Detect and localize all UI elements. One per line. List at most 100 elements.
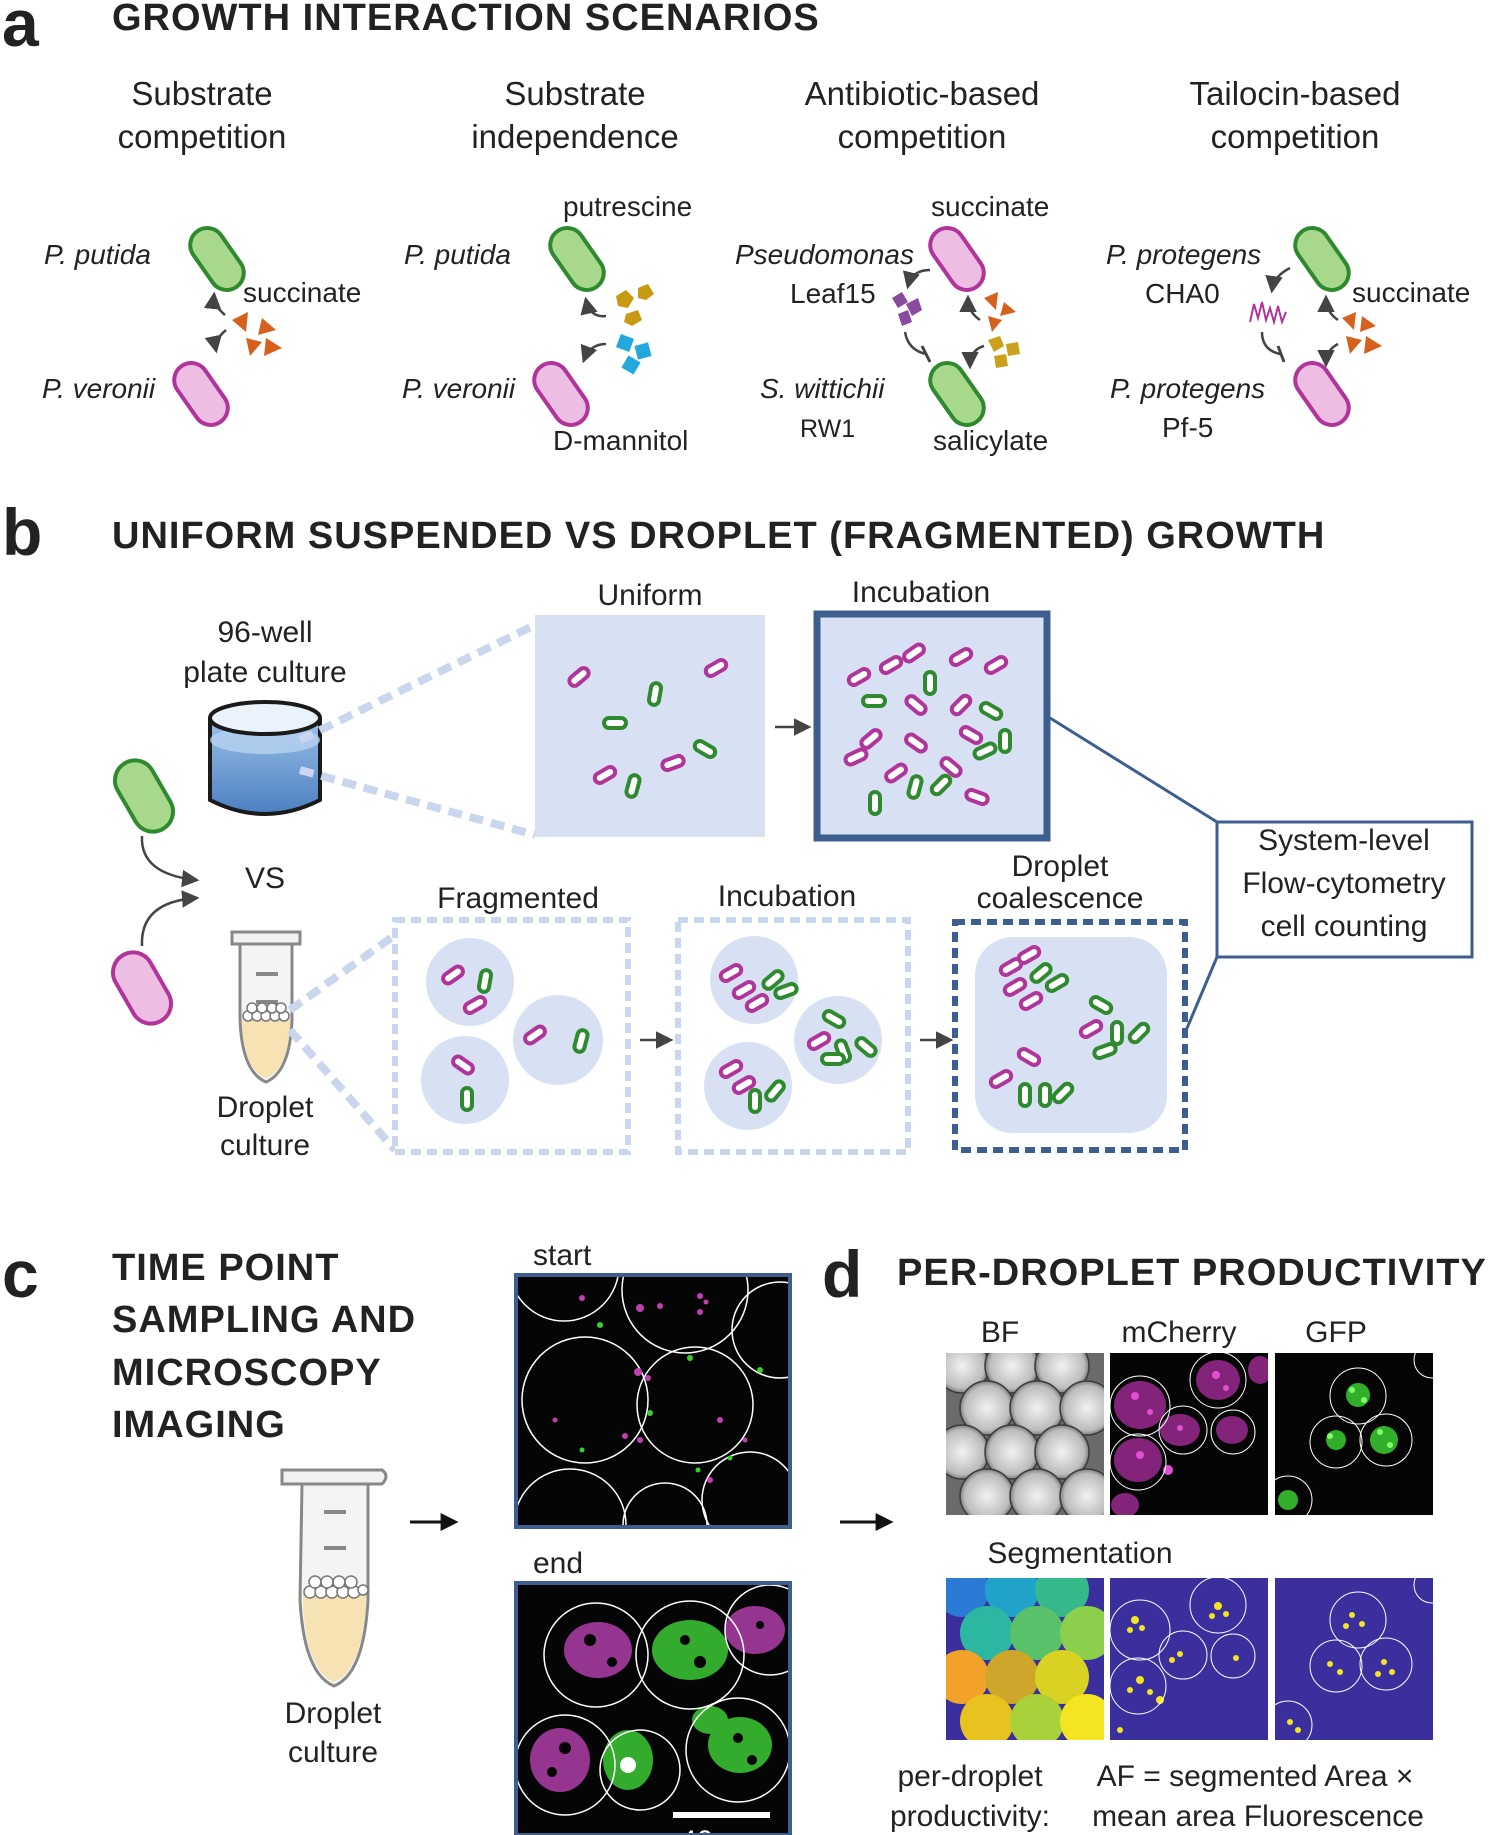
zoom-callout-line xyxy=(298,766,537,839)
fragmented-label: Fragmented xyxy=(437,882,599,915)
start-microscopy-image xyxy=(516,1275,790,1527)
bacterium-green xyxy=(113,758,175,834)
mixing-arrow xyxy=(140,835,200,888)
formula-right-line1: AF = segmented Area × xyxy=(1097,1760,1414,1793)
bacterium-magenta xyxy=(111,950,173,1026)
inhibition-line xyxy=(1260,331,1281,356)
uptake-arrow xyxy=(959,294,981,322)
bacterium-green xyxy=(1293,226,1351,292)
scenario-4-org-bottom-line1: P. protegens xyxy=(1110,373,1265,404)
connector-line xyxy=(1180,956,1219,1041)
counting-line2: Flow-cytometry xyxy=(1242,867,1445,900)
scenario-3-title-line1: Antibiotic-based xyxy=(805,75,1040,112)
channel-label-mcherry: mCherry xyxy=(1121,1316,1236,1349)
incubated-droplets xyxy=(704,936,882,1130)
panel-d-title: PER-DROPLET PRODUCTIVITY xyxy=(897,1252,1487,1294)
scenario-substrate-independence: P. putida P. veronii putrescine D-mannit… xyxy=(402,191,692,456)
succinate-icon xyxy=(1342,312,1382,354)
counting-line1: System-level xyxy=(1258,824,1430,857)
end-image-frame xyxy=(514,1581,792,1835)
end-label: end xyxy=(533,1547,583,1580)
scenario-3-org-top-line1: Pseudomonas xyxy=(735,239,914,270)
bacterium-green xyxy=(548,226,606,292)
bf-image xyxy=(946,1353,1104,1515)
incubation-uniform-box xyxy=(813,610,1051,842)
bacterium-green xyxy=(188,226,246,292)
incubation-top-label: Incubation xyxy=(852,576,990,609)
uptake-arrow xyxy=(961,344,985,370)
uniform-label: Uniform xyxy=(597,579,702,612)
scenario-4-title-line1: Tailocin-based xyxy=(1190,75,1401,112)
formula-right-line2: mean area Fluorescence xyxy=(1092,1800,1424,1833)
zoom-callout-line xyxy=(287,931,398,1014)
succinate-icon xyxy=(232,312,282,356)
putrescine-icon xyxy=(616,284,654,326)
coalesced-cells xyxy=(988,945,1151,1108)
segmentation-gfp-image xyxy=(1275,1578,1433,1740)
droplet-culture-label-line2: culture xyxy=(220,1129,310,1162)
droplet-culture-label-line1: Droplet xyxy=(217,1091,314,1124)
vs-label: VS xyxy=(245,862,285,895)
scenario-1-org-bottom: P. veronii xyxy=(42,373,156,404)
channel-label-bf: BF xyxy=(981,1316,1019,1349)
salicylate-icon xyxy=(988,336,1020,368)
secretion-arrow xyxy=(1265,266,1291,294)
bacterium-magenta xyxy=(928,226,986,292)
fragmented-droplets xyxy=(421,938,603,1124)
panel-letter-c: c xyxy=(2,1237,39,1311)
sampling-tube-label-line1: Droplet xyxy=(285,1697,382,1730)
channel-label-gfp: GFP xyxy=(1305,1316,1367,1349)
succinate-icon xyxy=(984,292,1016,332)
connector-line xyxy=(1049,716,1218,824)
inhibition-bar xyxy=(1276,345,1286,363)
scenario-3-substrate-top: succinate xyxy=(931,191,1049,222)
bacterium-green xyxy=(928,361,986,427)
bacterium-magenta xyxy=(1293,361,1351,427)
scenario-4-title-line2: competition xyxy=(1211,118,1380,155)
scenario-2-title-line2: independence xyxy=(471,118,678,155)
formula-left-line1: per-droplet xyxy=(897,1760,1043,1793)
scenario-1-substrate: succinate xyxy=(243,277,361,308)
plate-label-line2: plate culture xyxy=(183,656,346,689)
tailocin-icon xyxy=(1249,301,1287,326)
bacterium-magenta xyxy=(172,361,230,427)
segmentation-label: Segmentation xyxy=(987,1537,1172,1570)
gfp-image xyxy=(1275,1353,1433,1515)
end-microscopy-image: 40 μm xyxy=(516,1583,790,1835)
panel-letter-a: a xyxy=(2,0,40,60)
inhibition-bar xyxy=(920,345,932,363)
secretion-arrow xyxy=(902,268,931,290)
coalescence-label-line1: Droplet xyxy=(1012,850,1109,883)
panel-letter-d: d xyxy=(822,1237,862,1311)
start-image-frame xyxy=(514,1273,792,1529)
uptake-arrow xyxy=(204,329,227,354)
sampling-tube-icon xyxy=(280,1468,388,1688)
scenario-3-org-bottom-line1: S. wittichii xyxy=(760,373,885,404)
scenario-3-substrate-bottom: salicylate xyxy=(933,425,1048,456)
scenario-4-org-bottom-line2: Pf-5 xyxy=(1162,412,1213,443)
plate-label-line1: 96-well xyxy=(217,616,312,649)
segmentation-label-image xyxy=(946,1578,1104,1740)
well-plate-icon xyxy=(208,700,322,816)
sampling-tube-label-line2: culture xyxy=(288,1736,378,1769)
scenario-4-org-top-line1: P. protegens xyxy=(1106,239,1261,270)
panel-c-title-line3: MICROSCOPY xyxy=(112,1352,382,1394)
formula-left-line2: productivity: xyxy=(890,1800,1050,1833)
panel-c-title-line2: SAMPLING AND xyxy=(112,1299,416,1341)
incubated-uniform-cells xyxy=(843,642,1012,816)
uniform-culture-box xyxy=(535,615,765,837)
mixing-arrow xyxy=(140,890,200,947)
panel-letter-b: b xyxy=(2,495,42,569)
panel-c-title-line4: IMAGING xyxy=(112,1404,286,1446)
panel-c-title-line1: TIME POINT xyxy=(112,1247,339,1289)
scenario-1-title-line1: Substrate xyxy=(131,75,272,112)
inhibition-line xyxy=(903,331,927,356)
mcherry-image xyxy=(1110,1353,1268,1515)
zoom-callout-line xyxy=(286,1027,399,1153)
scenario-2-title-line1: Substrate xyxy=(504,75,645,112)
uptake-arrow xyxy=(580,342,607,364)
scenario-4-substrate: succinate xyxy=(1352,277,1470,308)
flow-cytometry-box xyxy=(1215,820,1474,959)
scenario-4-org-top-line2: CHA0 xyxy=(1145,278,1220,309)
